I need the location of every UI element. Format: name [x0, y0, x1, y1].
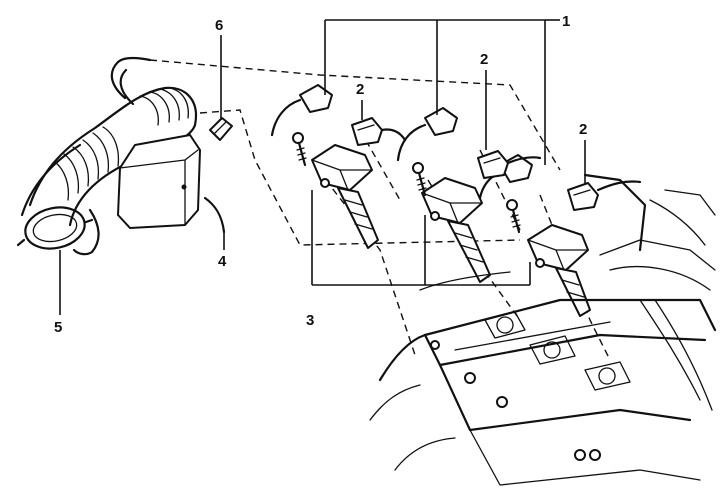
- harness-connector-1: [270, 84, 333, 137]
- callout-4: 4: [218, 253, 227, 270]
- coil-bolt-3: [506, 199, 521, 234]
- alignment-lines: [149, 59, 611, 361]
- air-intake-hose: [16, 56, 198, 256]
- hose-connector: [209, 117, 233, 141]
- spark-plug-wells: [484, 311, 631, 391]
- coil-plug-c: [567, 180, 642, 211]
- harness-connector-2: [396, 107, 458, 162]
- ignition-coil-1: [311, 144, 379, 249]
- callout-5: 5: [54, 319, 62, 336]
- coil-plug-a: [351, 117, 407, 146]
- resonator-box: [117, 134, 201, 229]
- callout-3: 3: [306, 312, 314, 329]
- ignition-coil-2: [421, 177, 491, 283]
- vacuum-hose: [203, 196, 226, 234]
- callout-2-c: 2: [579, 121, 587, 138]
- engine-cylinder-head: [369, 173, 717, 486]
- ignition-coil-3: [527, 224, 591, 317]
- callout-2-b: 2: [480, 51, 488, 68]
- coil-bolt-1: [292, 132, 307, 167]
- leader-lines: [59, 19, 586, 315]
- callout-1: 1: [562, 13, 570, 30]
- callout-2-a: 2: [356, 81, 364, 98]
- coil-bolt-2: [412, 162, 427, 197]
- engine-bolts: [430, 340, 601, 461]
- callout-6: 6: [215, 17, 223, 34]
- coil-plug-b: [477, 150, 542, 179]
